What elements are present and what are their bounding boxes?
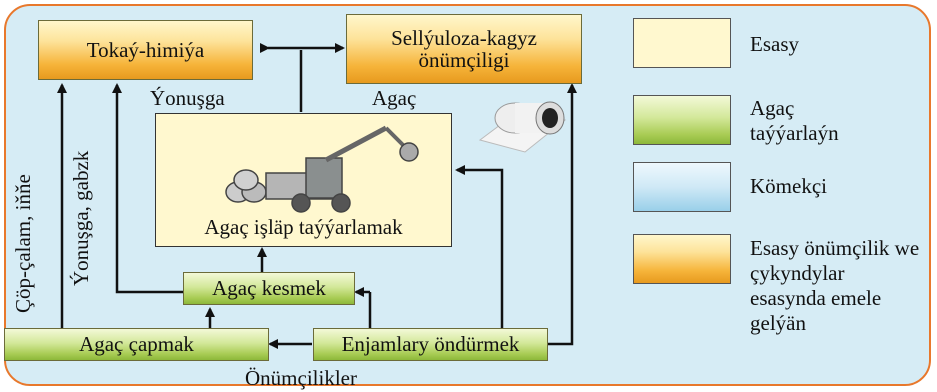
node-agac-islap: Agaç işläp taýýarlamak bbox=[155, 113, 452, 247]
label-onumcilikler: Önümçilikler bbox=[245, 366, 357, 390]
arrow-kesmek-tokay bbox=[112, 83, 183, 294]
legend-swatch-esasy bbox=[633, 18, 731, 68]
node-tokay-label: Tokaý-himiýa bbox=[86, 37, 205, 62]
node-agac-islap-label: Agaç işläp taýýarlamak bbox=[204, 214, 403, 239]
legend-swatch-esasy-onumcilik bbox=[633, 234, 731, 284]
legend-label-esasy: Esasy bbox=[750, 32, 799, 56]
paper-roll-icon bbox=[478, 101, 567, 153]
node-agac-capmak: Agaç çapmak bbox=[4, 328, 269, 361]
label-yonusga-gabzk: Ýonuşga, gabzk bbox=[69, 150, 93, 286]
node-enjamlary-label: Enjamlary öndürmek bbox=[341, 332, 520, 357]
node-enjamlary: Enjamlary öndürmek bbox=[313, 328, 548, 361]
node-agac-kesmek-label: Agaç kesmek bbox=[212, 276, 326, 301]
legend-label-esasy-onumcilik: Esasy önümçilik we çykyndylar esasynda e… bbox=[750, 236, 920, 335]
label-yonusga: Ýonuşga bbox=[150, 86, 225, 110]
legend-label-komekci: Kömekçi bbox=[750, 174, 827, 198]
node-agac-capmak-label: Agaç çapmak bbox=[79, 332, 194, 357]
legend-swatch-komekci bbox=[633, 162, 731, 212]
label-agac: Agaç bbox=[372, 86, 417, 110]
label-cop-calam: Çöp-çalam, iňňe bbox=[11, 174, 35, 313]
node-tokay-himiya: Tokaý-himiýa bbox=[38, 20, 253, 80]
node-sellyuloza: Sellýuloza-kagyz önümçiligi bbox=[346, 14, 582, 84]
forestry-harvester-icon bbox=[225, 125, 419, 213]
node-agac-kesmek: Agaç kesmek bbox=[183, 272, 355, 305]
arrow-enjamlary-sellyuloza bbox=[548, 83, 577, 346]
node-sellyuloza-label: Sellýuloza-kagyz önümçiligi bbox=[391, 25, 537, 72]
arrow-enjamlary-islap bbox=[455, 165, 504, 328]
legend-label-agac-tayyarlayan: Agaç taýýarlaýn bbox=[750, 96, 839, 145]
legend-swatch-agac-tayyarlayan bbox=[633, 95, 731, 145]
